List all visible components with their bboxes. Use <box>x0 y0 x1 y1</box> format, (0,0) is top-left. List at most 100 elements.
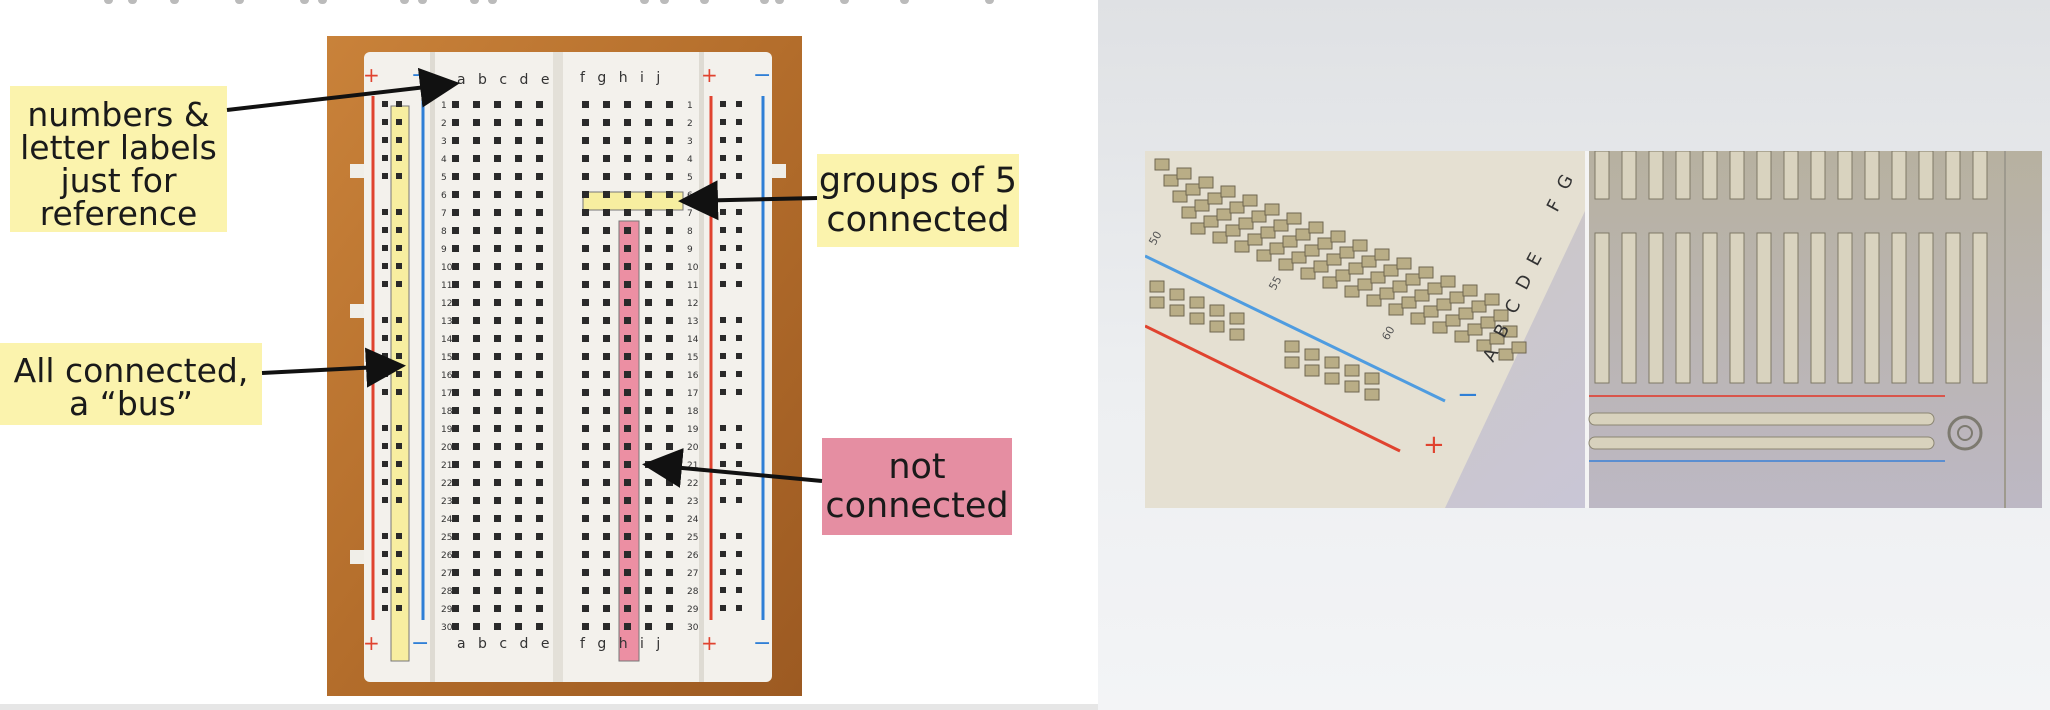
row-number-right: 24 <box>687 515 699 525</box>
row-number-left: 29 <box>441 605 453 615</box>
slide-left-panel: + − + − + − + − a b c d e f g h i j a b … <box>0 0 1098 710</box>
row-number-left: 15 <box>441 353 452 363</box>
row-number-left: 7 <box>441 209 447 219</box>
row-number-left: 19 <box>441 425 453 435</box>
closeup-row-60: 60 <box>1379 324 1397 343</box>
column-letters-top-right: f g h i j <box>580 70 664 86</box>
rail-plus-bottom-left: + <box>363 631 380 655</box>
closeup-plus: + <box>1423 430 1445 460</box>
row-number-right: 7 <box>687 209 693 219</box>
row-number-right: 30 <box>687 623 699 633</box>
closeup-row-55: 55 <box>1266 274 1284 293</box>
row-number-left: 16 <box>441 371 453 381</box>
row-number-right: 13 <box>687 317 698 327</box>
row-number-right: 27 <box>687 569 698 579</box>
row-number-left: 13 <box>441 317 452 327</box>
rail-minus-top-right: − <box>753 63 771 88</box>
row-number-right: 3 <box>687 137 693 147</box>
row-number-left: 1 <box>441 101 447 111</box>
row-number-left: 21 <box>441 461 452 471</box>
row-number-right: 28 <box>687 587 699 597</box>
row-number-left: 9 <box>441 245 447 255</box>
bottom-strip <box>0 704 1098 710</box>
row-number-left: 26 <box>441 551 453 561</box>
bus-highlight <box>390 105 410 662</box>
row-number-left: 23 <box>441 497 452 507</box>
callout-not-connected-line-1: not <box>888 447 946 487</box>
row-number-left: 3 <box>441 137 447 147</box>
row-number-left: 12 <box>441 299 452 309</box>
column-letters-top-left: a b c d e <box>457 72 553 88</box>
row-numbers-left: 1234567891011121314151617181920212223242… <box>441 101 453 633</box>
row-number-right: 11 <box>687 281 698 291</box>
row-number-left: 28 <box>441 587 453 597</box>
row-number-left: 14 <box>441 335 453 345</box>
row-number-right: 14 <box>687 335 699 345</box>
row-number-left: 27 <box>441 569 452 579</box>
row-number-left: 25 <box>441 533 452 543</box>
callout-bus-line-1: All connected, <box>13 351 249 390</box>
row-number-left: 8 <box>441 227 447 237</box>
rail-minus-bottom-left: − <box>411 631 429 656</box>
row-number-right: 15 <box>687 353 698 363</box>
callout-groups-line-1: groups of 5 <box>818 161 1018 201</box>
callout-labels-line-1: numbers & <box>27 95 210 134</box>
row-number-right: 19 <box>687 425 699 435</box>
row-number-right: 8 <box>687 227 693 237</box>
row-number-left: 22 <box>441 479 452 489</box>
rail-plus-top-right: + <box>701 63 718 87</box>
callout-labels-line-2: letter labels <box>20 128 217 167</box>
row-number-left: 30 <box>441 623 453 633</box>
row-number-right: 17 <box>687 389 698 399</box>
row-number-left: 10 <box>441 263 453 273</box>
row-number-right: 16 <box>687 371 699 381</box>
row-number-right: 25 <box>687 533 698 543</box>
row-number-left: 2 <box>441 119 447 129</box>
row-number-right: 10 <box>687 263 699 273</box>
row-number-left: 6 <box>441 191 447 201</box>
breadboard-photo: + − + − + − + − a b c d e f g h i j a b … <box>327 36 802 696</box>
closeup-row-50: 50 <box>1146 229 1164 248</box>
callout-bus: All connected, a “bus” <box>0 343 262 425</box>
row-number-right: 21 <box>687 461 698 471</box>
rail-minus-bottom-right: − <box>753 631 771 656</box>
row-number-right: 29 <box>687 605 699 615</box>
row-number-right: 26 <box>687 551 699 561</box>
row-number-right: 22 <box>687 479 698 489</box>
top-cropped-text-strip <box>0 0 1098 6</box>
row-number-left: 20 <box>441 443 453 453</box>
row-number-right: 12 <box>687 299 698 309</box>
row-number-left: 4 <box>441 155 447 165</box>
row-number-left: 5 <box>441 173 447 183</box>
rail-plus-bottom-right: + <box>701 631 718 655</box>
row-number-right: 1 <box>687 101 693 111</box>
callout-groups-line-2: connected <box>826 200 1010 241</box>
column-letters-bottom-left: a b c d e <box>457 636 553 652</box>
callout-labels-reference: numbers & letter labels just for referen… <box>10 86 227 232</box>
row-number-left: 11 <box>441 281 452 291</box>
underside-strips <box>1594 151 1988 384</box>
row-number-left: 24 <box>441 515 453 525</box>
rail-plus-top-left: + <box>363 63 380 87</box>
callout-bus-line-2: a “bus” <box>69 384 193 423</box>
row-number-right: 6 <box>687 191 693 201</box>
row-number-right: 9 <box>687 245 693 255</box>
callout-labels-line-4: reference <box>39 194 198 233</box>
callout-labels-line-3: just for <box>60 161 177 200</box>
row-number-right: 23 <box>687 497 698 507</box>
row-number-left: 18 <box>441 407 453 417</box>
rail-minus-top-left: − <box>411 63 429 88</box>
row-number-right: 18 <box>687 407 699 417</box>
row-number-left: 17 <box>441 389 452 399</box>
row-numbers-right: 1234567891011121314151617181920212223242… <box>687 101 699 633</box>
row-number-right: 5 <box>687 173 693 183</box>
breadboard-holes <box>382 101 742 630</box>
closeup-minus: − <box>1457 380 1479 410</box>
callout-groups-of-5: groups of 5 connected <box>817 154 1019 247</box>
row-number-right: 20 <box>687 443 699 453</box>
column-letters-bottom-right: f g h i j <box>580 636 664 652</box>
closeup-contacts <box>1149 158 1527 401</box>
row-number-right: 2 <box>687 119 693 129</box>
callout-not-connected: not connected <box>822 438 1012 535</box>
